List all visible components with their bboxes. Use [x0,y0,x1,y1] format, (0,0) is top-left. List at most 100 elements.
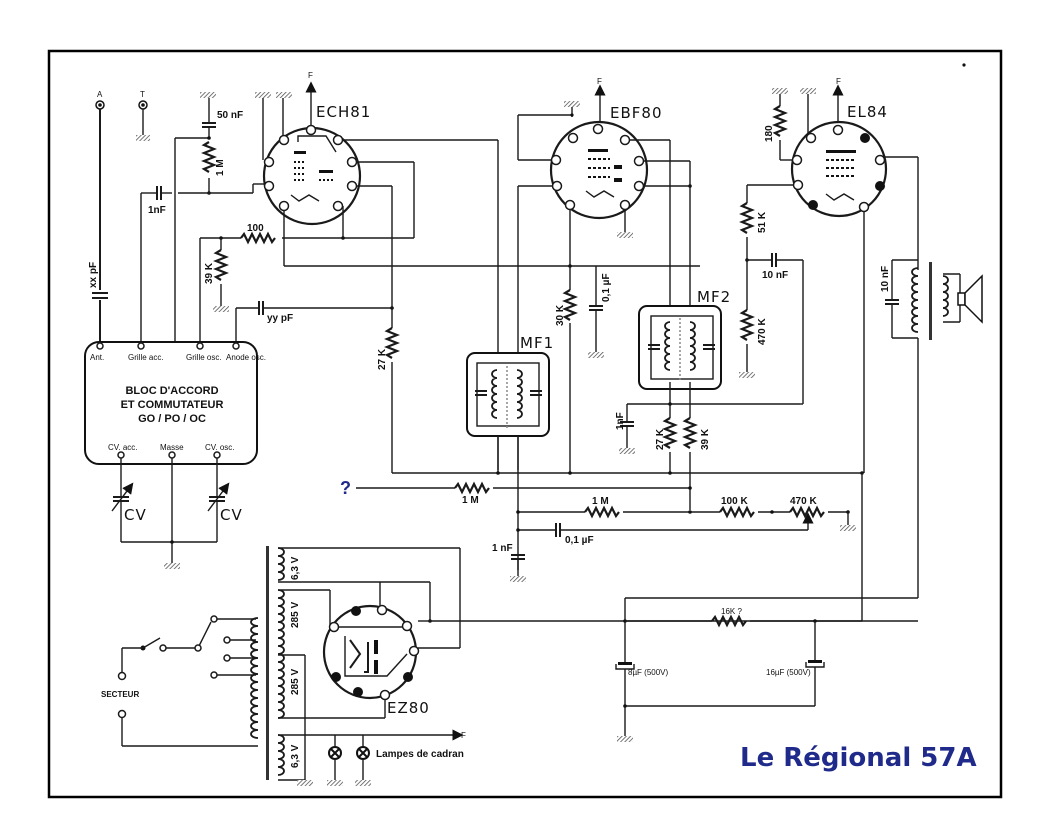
if-transformer-mf1: MF1 [466,334,554,437]
mains-terminal-2 [117,709,127,719]
res-1m-feedback-label: 1 M [462,495,479,506]
secteur-label: SECTEUR [101,690,139,699]
cap-01uf-bot-label: 0,1 µF [565,535,594,546]
mf2-label: MF2 [697,288,731,306]
voltage-285v-b: 285 V [290,669,301,695]
resistor-27k-mf2 [662,417,678,449]
variable-capacitor-acc: CV [111,458,147,542]
res-51k-label: 51 K [757,211,768,233]
pin-anode-osc: Anode osc. [226,353,266,362]
cap-10nf-out-label: 10 nF [880,266,891,292]
cap-16uf-label: 16µF (500V) [766,668,811,677]
ground-icon [355,780,371,786]
resistor-180 [772,105,788,137]
tube-label-ebf80: EBF80 [610,104,662,122]
filament-label: F [597,77,602,86]
block-title-1: BLOC D'ACCORD [125,385,218,397]
resistor-30k [562,289,578,321]
cap-xx-pf-label: xx pF [88,262,99,288]
voltage-285v-a: 285 V [290,602,301,628]
resistor-100k [719,505,755,519]
output-transformer: 10 nF [880,259,961,340]
mains-terminal-1 [117,671,127,681]
ground-icon [617,232,633,238]
earth-terminal: T [136,90,150,141]
ground-icon [136,135,150,141]
electrolytic-8uf: 8µF (500V) [615,662,669,677]
antenna-terminal: A xx pF [88,90,108,342]
pin-masse: Masse [160,443,184,452]
resistor-100 [240,231,276,245]
voltage-63v-bot: 6,3 V [290,744,301,768]
voltage-63v-top: 6,3 V [290,556,301,580]
tube-ez80: EZ80 [322,604,430,717]
res-30k-label: 30 K [555,304,566,326]
ground-icon [297,780,313,786]
res-100k-label: 100 K [721,496,748,507]
potentiometer-470k [789,505,825,519]
ground-icon [327,780,343,786]
ground-icon [800,88,816,94]
diagram-title: Le Régional 57A [740,743,977,773]
diagram-frame [47,49,1003,799]
pot-470k-label: 470 K [790,496,817,507]
cap-50nf-label: 50 nF [217,110,243,121]
res-100-label: 100 [247,223,264,234]
dial-lamp-2 [355,735,371,786]
speck [962,63,966,67]
block-title-2: ET COMMUTATEUR [121,399,224,411]
ground-icon [164,563,180,569]
res-16k-label: 16K ? [721,607,742,616]
pin-cv-osc: CV. osc. [205,443,235,452]
ground-icon [510,576,526,582]
mf1-label: MF1 [520,334,554,352]
ground-icon [739,372,755,378]
tube-label-ez80: EZ80 [387,699,430,717]
cap-10nf-mid-label: 10 nF [762,270,788,281]
tube-label-ech81: ECH81 [316,103,371,121]
tube-el84: 180 F EL84 [764,77,888,218]
cap-yy-pf-label: yy pF [267,313,293,324]
if-transformer-mf2: MF2 [638,288,731,390]
resistor-39k-mf2 [682,417,698,449]
pin-grille-acc: Grille acc. [128,353,164,362]
res-39k-label: 39 K [204,262,215,284]
dial-lamps-label: Lampes de cadran [376,749,464,760]
pin-grille-osc: Grille osc. [186,353,222,362]
res-180-label: 180 [764,125,775,142]
res-470k-mid-label: 470 K [757,318,768,345]
ground-icon [276,92,292,98]
filament-out-label: F [461,731,466,740]
pin-cv-acc: CV. acc. [108,443,138,452]
ground-icon [213,306,229,312]
ground-icon [588,352,604,358]
tube-label-el84: EL84 [847,103,888,121]
ground-icon [564,101,580,107]
tube-ebf80: F EBF80 [517,77,662,238]
cap-1nf-top-label: 1nF [148,205,166,216]
antenna-label: A [97,90,103,99]
cv-osc-label: CV [220,506,243,524]
power-switch[interactable] [122,637,167,652]
cv-acc-label: CV [124,506,147,524]
ground-icon [255,92,271,98]
res-1m-label: 1 M [215,159,226,176]
pin-ant: Ant. [90,353,104,362]
resistor-51k [739,202,755,234]
resistor-27k [384,327,400,359]
res-27k-left-label: 27 K [377,348,388,370]
resistor-39k [213,249,229,281]
resistor-16k [711,614,747,628]
cap-1nf-mf2-label: 1nF [615,412,626,430]
res-1m-detector-label: 1 M [592,496,609,507]
power-transformer: 6,3 V 285 V 285 V 6,3 V [250,546,301,780]
ground-icon [772,88,788,94]
earth-label: T [140,90,145,99]
dial-lamp-1 [327,735,343,786]
mains-selector [163,615,256,679]
tuning-block: Ant. Grille acc. Grille osc. Anode osc. … [84,341,266,465]
cap-1nf-bot-label: 1 nF [492,543,513,554]
filament-label: F [836,77,841,86]
resistor-1m-detector [584,505,620,519]
resistor-470k [739,309,755,341]
